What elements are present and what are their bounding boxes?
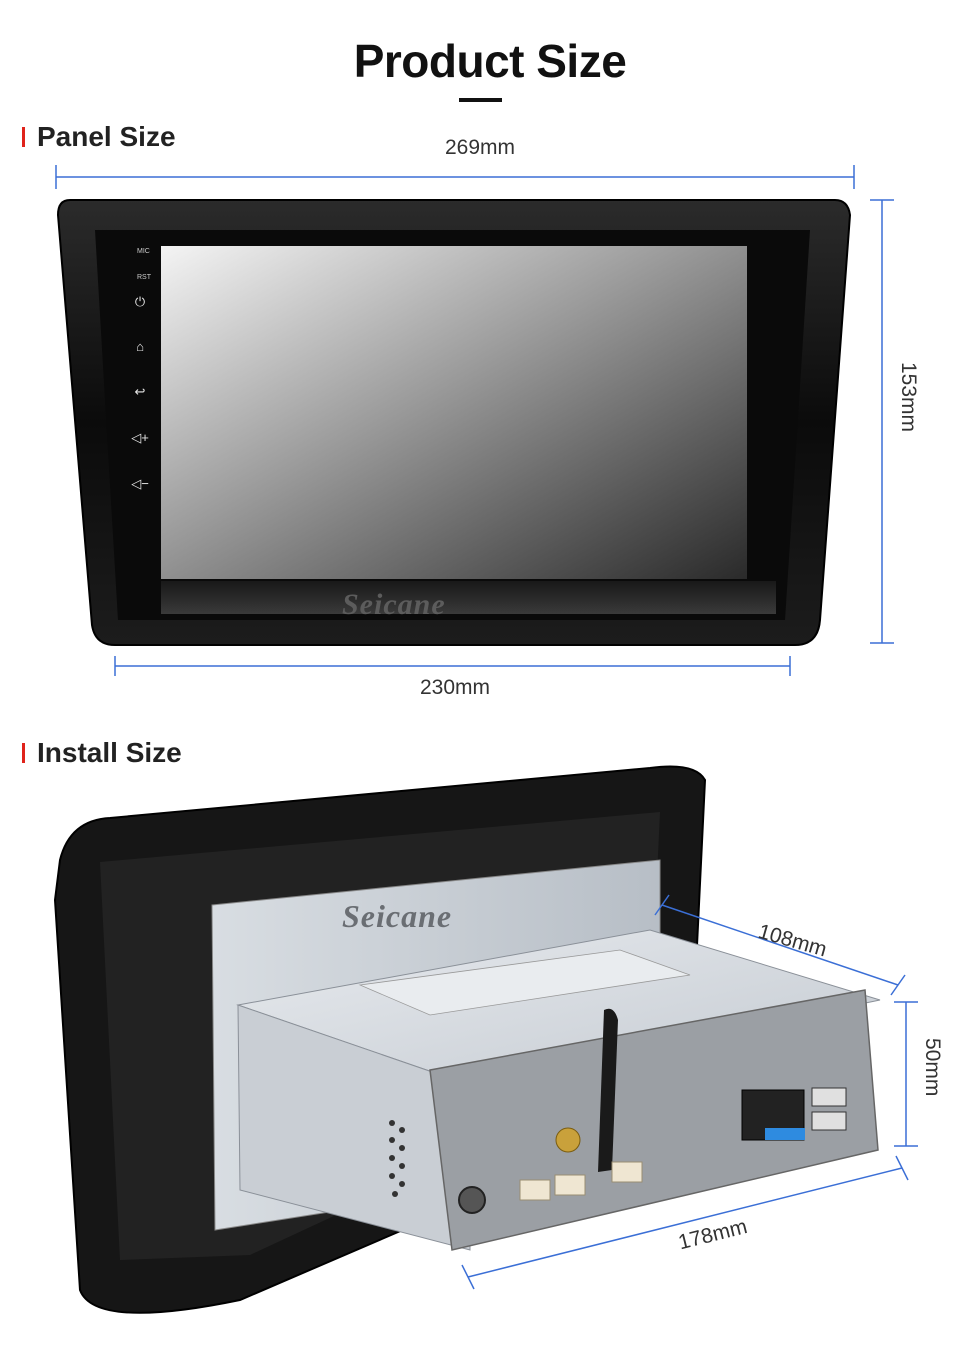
install-depth-dimension-line [654, 894, 906, 996]
home-icon: ⌂ [136, 339, 144, 354]
rst-label: RST [137, 274, 151, 281]
panel-height-label: 153mm [897, 362, 920, 433]
accent-bar [22, 743, 25, 763]
panel-size-heading-text: Panel Size [37, 121, 176, 152]
back-icon: ↩ [134, 384, 146, 399]
panel-width-label: 269mm [445, 136, 516, 159]
panel-bottom-width-label: 230mm [420, 676, 491, 699]
accent-bar [22, 127, 25, 147]
volume-up-icon: ◁+ [131, 430, 149, 445]
page-title: Product Size [353, 35, 627, 87]
panel-width-dimension-line [55, 165, 855, 189]
install-size-heading-text: Install Size [37, 737, 182, 768]
panel-bottom-width-dimension-line [114, 656, 791, 676]
install-height-label: 50mm [921, 1038, 944, 1097]
power-icon: ⏻ [134, 294, 146, 309]
mic-label: MIC [137, 248, 150, 255]
install-brand-logo: Seicane [342, 898, 453, 934]
panel-size-heading: Panel Size [22, 121, 176, 152]
panel-height-dimension-line [870, 199, 894, 644]
title-underline [459, 98, 502, 102]
install-width-dimension-line [461, 1155, 909, 1290]
volume-down-icon: ◁− [131, 476, 149, 491]
panel-brand-logo: Seicane [342, 588, 446, 621]
install-size-heading: Install Size [22, 737, 182, 768]
install-height-dimension-line [894, 1001, 918, 1147]
